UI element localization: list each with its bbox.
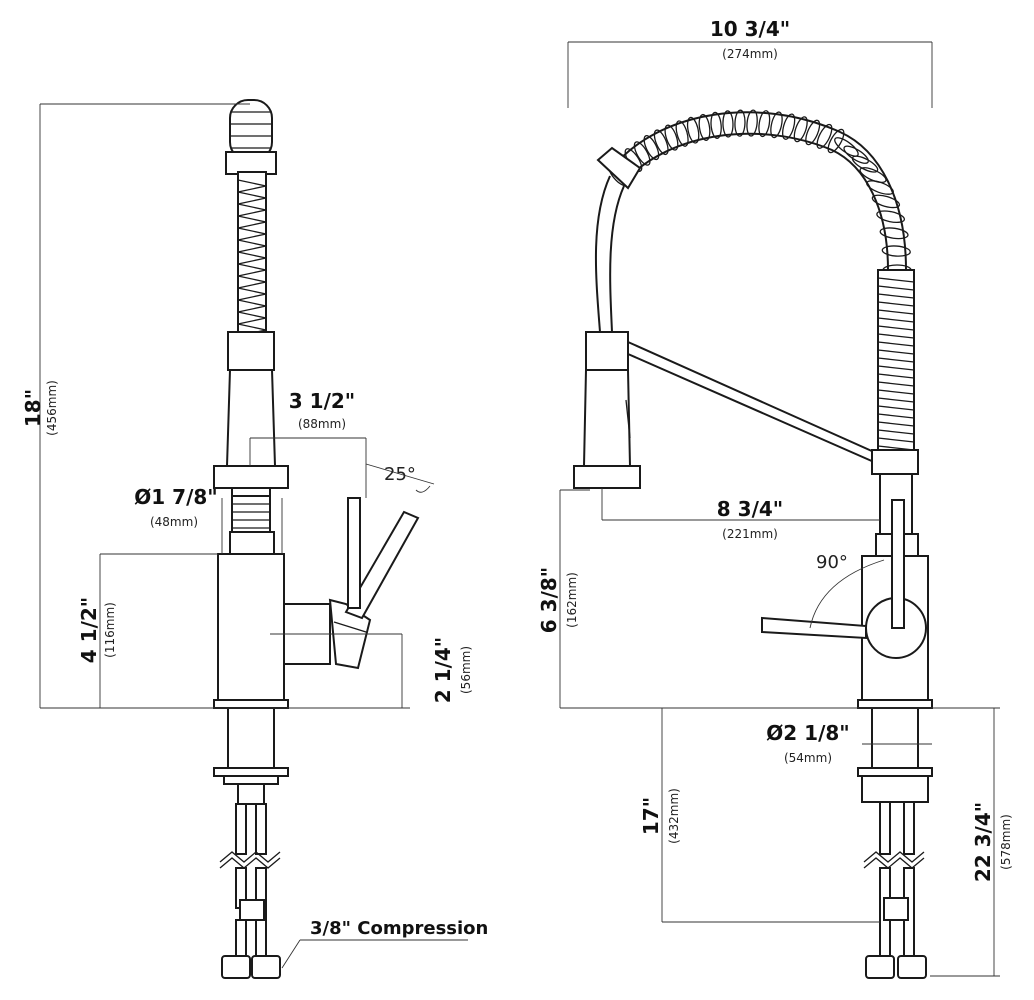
- left-shank: [227, 707, 275, 769]
- left-handle-lever: [344, 510, 420, 620]
- right-width-metric: (274mm): [722, 47, 778, 61]
- left-body-height-metric: (116mm): [103, 602, 117, 658]
- right-spray-head-collar: [585, 331, 629, 371]
- right-base-diameter-dimension: Ø2 1/8" (54mm): [766, 721, 849, 765]
- right-spray-height-imperial: 6 3/8": [537, 567, 561, 633]
- right-total-metric: (578mm): [999, 814, 1013, 870]
- right-total-imperial: 22 3/4": [971, 802, 995, 882]
- left-handle-angle: 25°: [384, 464, 416, 485]
- right-spray-head-body: [582, 369, 632, 467]
- right-spray-height-dimension: 6 3/8" (162mm): [537, 567, 579, 633]
- left-height-imperial: 18": [21, 389, 45, 427]
- left-sprayer-collar: [227, 331, 275, 371]
- right-base-plate: [857, 699, 933, 709]
- left-handle-height-metric: (56mm): [459, 646, 473, 694]
- left-handle-height-imperial: 2 1/4": [431, 637, 455, 703]
- left-spring-column: [237, 171, 267, 337]
- right-handle-lever-vertical: [891, 499, 905, 629]
- left-reach-metric: (88mm): [298, 417, 346, 431]
- right-base-diameter-imperial: Ø2 1/8": [766, 721, 849, 745]
- left-body-height-dimension: 4 1/2" (116mm): [77, 597, 117, 663]
- left-height-metric: (456mm): [45, 380, 59, 436]
- right-total-below-dimension: 22 3/4" (578mm): [971, 802, 1013, 882]
- left-connection-label: 3/8" Compression: [310, 918, 488, 939]
- left-base-plate: [213, 699, 289, 709]
- left-supply-lines: [219, 803, 281, 979]
- right-shank: [871, 707, 919, 769]
- right-width-imperial: 10 3/4": [710, 17, 790, 41]
- left-reach-imperial: 3 1/2": [289, 389, 355, 413]
- right-shank-length-dimension: 17" (432mm): [639, 788, 681, 844]
- left-diameter-imperial: Ø1 7/8": [134, 485, 217, 509]
- right-base-diameter-metric: (54mm): [784, 751, 832, 765]
- left-body-height-imperial: 4 1/2": [77, 597, 101, 663]
- right-spray-reach-dimension: 8 3/4" (221mm): [717, 497, 783, 541]
- right-reach-metric: (221mm): [722, 527, 778, 541]
- right-reach-imperial: 8 3/4": [717, 497, 783, 521]
- left-body-diameter-dimension: Ø1 7/8" (48mm): [134, 485, 217, 529]
- right-handle-lever-horizontal: [761, 616, 867, 640]
- left-lower-spring: [231, 495, 271, 533]
- left-spring-top: [225, 99, 277, 175]
- left-reach-dimension: 3 1/2" (88mm): [289, 389, 355, 431]
- right-front-view: [559, 41, 1000, 979]
- right-shank-imperial: 17": [639, 797, 663, 835]
- left-spray-head-base: [213, 465, 289, 489]
- left-side-view: [39, 99, 468, 979]
- right-supply-lines: [863, 801, 927, 979]
- right-width-dimension: 10 3/4" (274mm): [710, 17, 790, 61]
- right-handle-rotation: 90°: [816, 552, 848, 573]
- right-holder-arm: [627, 340, 875, 464]
- left-height-dimension: 18" (456mm): [21, 380, 59, 436]
- right-spray-tip: [596, 146, 642, 190]
- right-spray-height-metric: (162mm): [565, 572, 579, 628]
- left-sprayer-body: [225, 369, 277, 467]
- right-spring-arc-outer: [611, 111, 907, 271]
- left-handle-height-dimension: 2 1/4" (56mm): [431, 637, 473, 703]
- left-diameter-metric: (48mm): [150, 515, 198, 529]
- right-shank-metric: (432mm): [667, 788, 681, 844]
- left-faucet-body: [217, 553, 285, 701]
